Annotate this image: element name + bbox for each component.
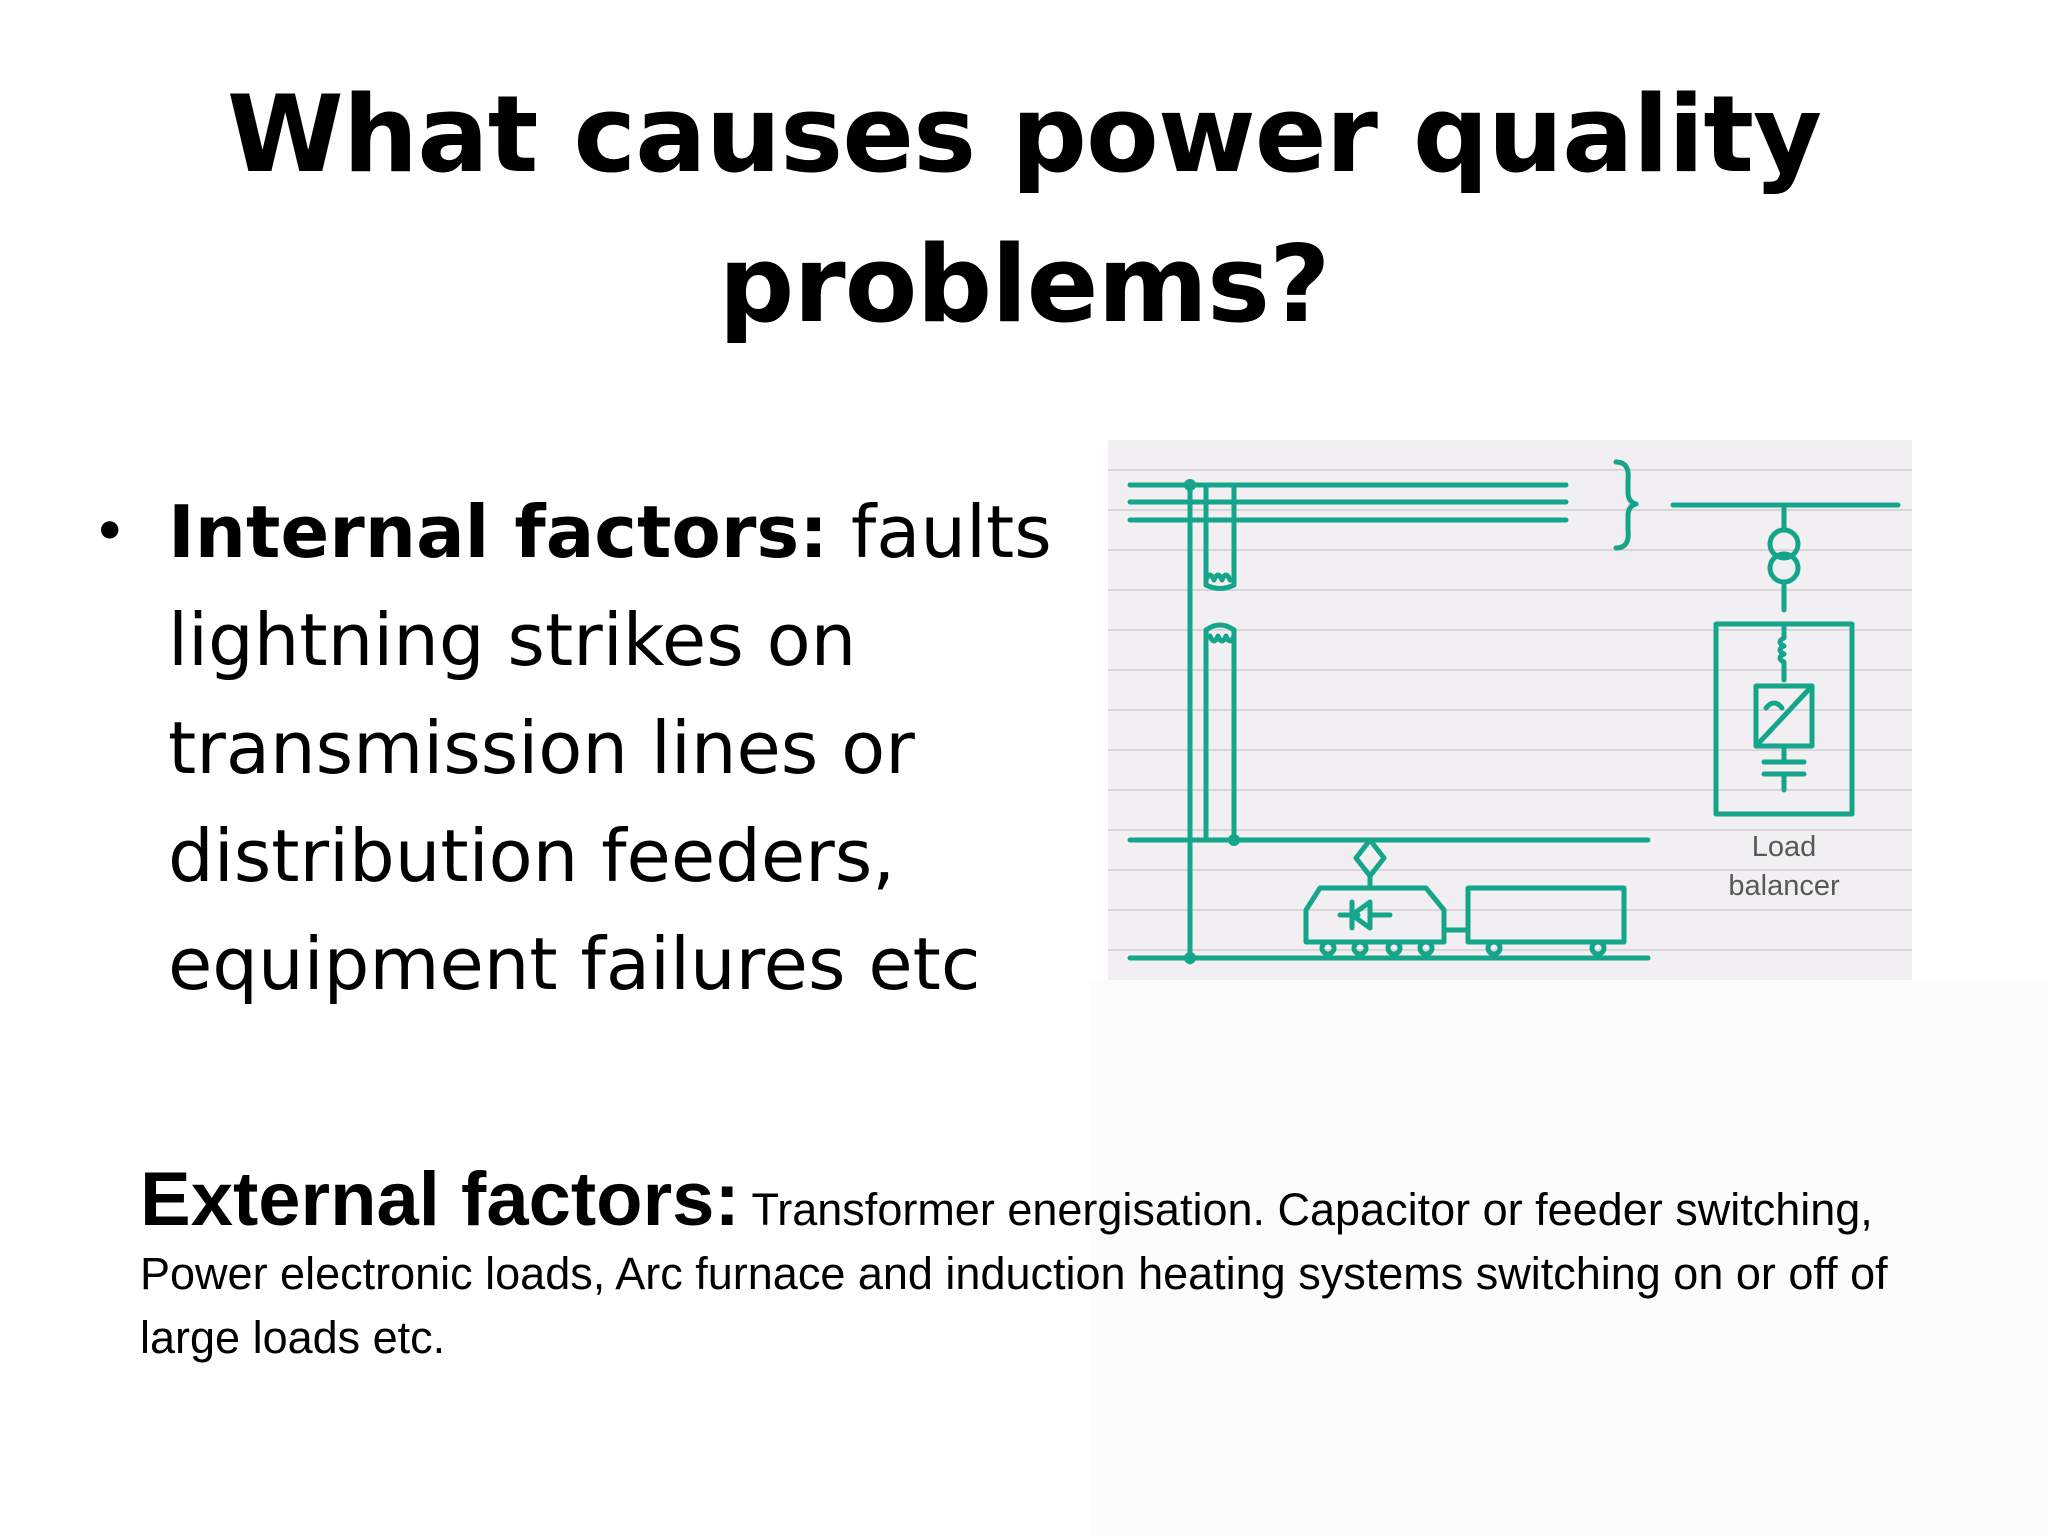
internal-line-3: transmission lines or xyxy=(168,706,915,790)
bullet-dot-icon: • xyxy=(92,497,128,567)
internal-factors-text: Internal factors: faults o lightning str… xyxy=(168,478,1076,1018)
internal-line-1-text: faults o xyxy=(850,490,1076,574)
load-balancer-label-line1: Load xyxy=(1751,831,1817,863)
external-factors-text: Transformer energisation. Capacitor or f… xyxy=(140,1184,1888,1363)
internal-line-2: lightning strikes on xyxy=(168,598,857,682)
power-system-diagram: Load balancer xyxy=(1108,440,1912,980)
background-fade xyxy=(1090,980,2048,1536)
external-factors-paragraph: External factors: Transformer energisati… xyxy=(140,1162,1980,1370)
internal-line-4: distribution feeders, xyxy=(168,814,896,898)
diagram-drawing xyxy=(1108,459,1912,965)
slide-title: What causes power quality problems? xyxy=(226,73,1822,346)
internal-line-5: equipment failures etc xyxy=(168,922,981,1006)
external-factors-label: External factors: xyxy=(140,1157,740,1242)
internal-line-1: Internal factors: faults o xyxy=(168,478,1076,586)
load-balancer-label: Load balancer xyxy=(1704,828,1864,906)
internal-factors-bullet: • Internal factors: faults o lightning s… xyxy=(86,478,1076,1038)
internal-factors-label: Internal factors: xyxy=(168,490,829,574)
load-balancer-label-line2: balancer xyxy=(1728,870,1840,902)
